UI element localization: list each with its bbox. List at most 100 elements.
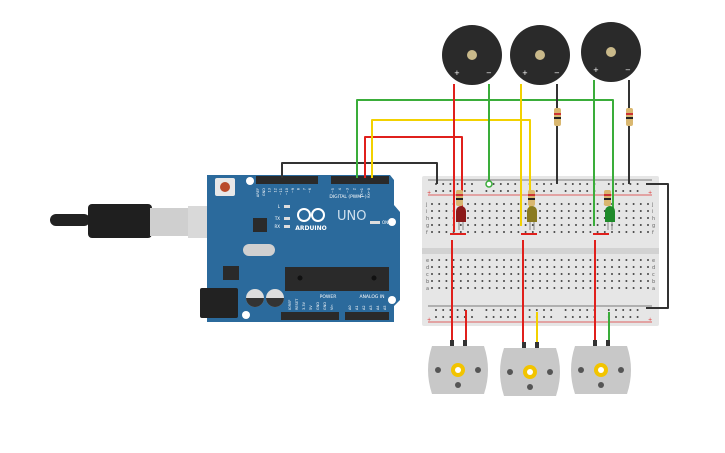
row-letter: f	[652, 230, 654, 236]
pin-label: AREF	[256, 188, 260, 197]
pin-label: 12	[273, 188, 277, 192]
row-letter: h	[652, 216, 655, 222]
row-letter: a	[426, 286, 429, 292]
arduino-logo	[297, 208, 325, 222]
rail-plus-label: +	[648, 190, 652, 196]
pin-label: 8	[297, 188, 301, 190]
header-power	[281, 312, 339, 320]
buzzer-plus-label: +	[593, 66, 599, 74]
buzzer-minus-label: −	[625, 66, 631, 74]
resistor[interactable]	[456, 190, 463, 206]
power-label: POWER	[320, 294, 337, 300]
wire-right-gnd-black[interactable]	[646, 183, 669, 309]
led-l-label: L	[278, 204, 281, 209]
pin-label: 5V	[309, 305, 313, 310]
pin-label: A4	[376, 305, 380, 310]
brand-label: ARDUINO	[295, 225, 326, 232]
led-tx-label: TX	[274, 216, 280, 221]
pin-label: A1	[355, 305, 359, 310]
header-top-right	[331, 176, 389, 184]
piezo-buzzer-2[interactable]: +−	[510, 25, 570, 85]
pin-label: 2	[353, 188, 357, 190]
led-3[interactable]	[605, 206, 615, 230]
rail-plus-label: +	[648, 317, 652, 323]
pin-label: GND	[316, 302, 320, 310]
row-letter: c	[426, 272, 429, 278]
wire-pin2-yellow[interactable]	[371, 119, 531, 210]
digital-label: DIGITAL (PWM~)	[329, 194, 367, 200]
pin-label: RX←0	[367, 188, 371, 198]
power-jack[interactable]	[200, 288, 238, 318]
led-rx-label: RX	[274, 224, 280, 229]
row-letter: g	[652, 223, 655, 229]
row-letter: a	[652, 286, 655, 292]
pin-label: 4	[338, 187, 342, 190]
row-letter: c	[652, 272, 655, 278]
row-letter: e	[652, 258, 655, 264]
rail-plus-label: +	[427, 190, 431, 196]
pin-label: A0	[348, 305, 352, 310]
arduino-uno-board[interactable]: L TX RX ON ARDUINO UNO DIGITAL (PWM~) PO…	[200, 175, 400, 322]
wire-pin3-red[interactable]	[364, 136, 463, 210]
buzzer-minus-label: −	[486, 69, 492, 77]
resistor[interactable]	[554, 108, 561, 126]
pin-label: A2	[362, 305, 366, 310]
dc-motor-3[interactable]	[571, 340, 631, 394]
row-letter: g	[426, 223, 429, 229]
wire-pin4-green[interactable]	[356, 99, 614, 210]
wire-gnd-black[interactable]	[281, 162, 438, 184]
pin-label: A5	[383, 305, 387, 310]
buzzer-minus-label: −	[554, 69, 560, 77]
breadboard-holes	[431, 183, 649, 318]
resistor[interactable]	[528, 190, 535, 206]
row-letter: d	[426, 265, 429, 271]
led-2[interactable]	[527, 206, 537, 230]
wire-end	[485, 180, 493, 188]
dc-motor-2[interactable]	[500, 342, 560, 396]
row-letter: h	[426, 216, 429, 222]
pin-label: ~6	[308, 188, 312, 193]
pin-label: RESET	[295, 298, 299, 310]
pin-label: GND	[323, 302, 327, 310]
microcontroller-chip	[285, 267, 389, 291]
model-label: UNO	[337, 209, 366, 224]
pin-label: ~5	[331, 188, 335, 193]
on-label: ON	[382, 220, 388, 225]
led-1[interactable]	[456, 206, 466, 230]
row-letter: i	[652, 209, 653, 215]
row-letter: b	[426, 279, 429, 285]
row-letter: b	[652, 279, 655, 285]
pin-label: ~10	[285, 188, 289, 195]
buzzer-plus-label: +	[522, 69, 528, 77]
analog-label: ANALOG IN	[359, 294, 384, 300]
resistor[interactable]	[604, 190, 611, 206]
piezo-buzzer-1[interactable]: +−	[442, 25, 502, 85]
pin-label: Vin	[330, 304, 334, 310]
row-letter: i	[426, 209, 427, 215]
dc-motor-1[interactable]	[428, 340, 488, 394]
header-top-left	[256, 176, 318, 184]
buzzer-plus-label: +	[454, 69, 460, 77]
row-letter: j	[651, 202, 653, 208]
resistor[interactable]	[626, 108, 633, 126]
pin-label: 3.3V	[302, 301, 306, 310]
pin-label: 13	[268, 188, 272, 192]
row-letter: e	[426, 258, 429, 264]
pin-label: ~11	[279, 188, 283, 195]
header-analog	[345, 312, 389, 320]
pin-label: ~3	[345, 188, 349, 193]
pin-label: ~9	[291, 188, 295, 193]
pin-label: IOREF	[288, 300, 292, 310]
piezo-buzzer-3[interactable]: +−	[581, 22, 641, 82]
pin-label: GND	[262, 188, 266, 196]
pin-label: 7	[302, 188, 306, 190]
row-letter: f	[426, 230, 428, 236]
pin-label: TX→1	[360, 188, 364, 199]
row-letter: j	[425, 202, 427, 208]
